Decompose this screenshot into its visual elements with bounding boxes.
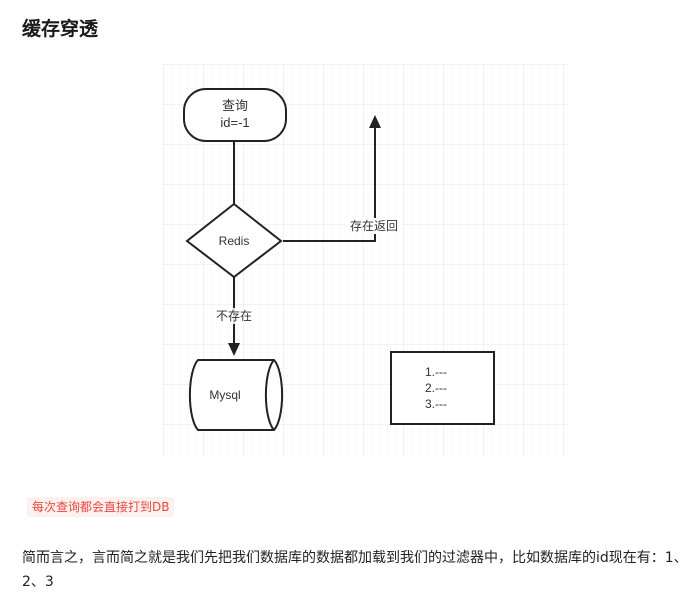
exists-return-label-bg	[345, 218, 403, 234]
exists-return-label: 存在返回	[350, 219, 398, 233]
mysql-node	[188, 359, 284, 431]
redis-decision-node	[185, 202, 283, 279]
query-label: 查询	[222, 98, 248, 113]
not-exists-label: 不存在	[216, 309, 252, 323]
body-paragraph: 简而言之，言而简之就是我们先把我们数据库的数据都加载到我们的过滤器中，比如数据库…	[22, 550, 688, 590]
query-node	[183, 88, 287, 142]
id-list-item-1: 1.---	[425, 365, 447, 379]
id-list-item-3: 3.---	[425, 397, 447, 411]
flow-line-exists-return	[283, 126, 376, 242]
redis-label: Redis	[219, 234, 250, 248]
id-list-box	[390, 351, 495, 425]
id-list-item-2: 2.---	[425, 381, 447, 395]
page-heading: 缓存穿透	[22, 18, 99, 40]
mysql-label: Mysql	[209, 388, 240, 402]
arrowhead-up	[369, 115, 381, 128]
flowchart-diagram: 查询 id=-1 Redis 存在返回 不存在 Mysql 1.--- 2.--…	[163, 64, 568, 456]
arrowhead-down	[228, 343, 240, 356]
query-id-label: id=-1	[220, 115, 249, 130]
highlight-note: 每次查询都会直接打到DB	[27, 497, 175, 517]
not-exists-label-bg	[213, 308, 257, 324]
